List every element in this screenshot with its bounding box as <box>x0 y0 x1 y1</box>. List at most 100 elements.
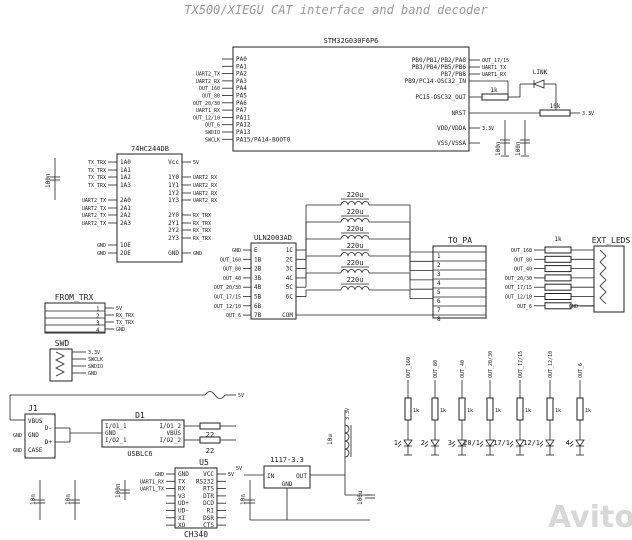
buffer-net-label: UART2_TX <box>82 198 106 204</box>
ldo-pin: OUT <box>296 473 307 480</box>
ch340-pin: UD+ <box>178 500 189 507</box>
mcu-net-label: OUT_160 <box>199 86 220 92</box>
buffer-net-label: TX_TRX <box>88 160 106 166</box>
buffer-pin: 1A1 <box>120 167 131 174</box>
swd-label: SWD <box>55 339 70 348</box>
ldo-name: 1117-3.3 <box>270 456 304 464</box>
buffer-pin: 1Y2 <box>168 190 179 197</box>
ldo-in-net-label: 5V <box>236 466 242 472</box>
j1-pin: D+ <box>45 439 53 446</box>
led-row-resistor <box>576 397 584 421</box>
ext-leds-resistor <box>544 265 572 273</box>
d1-pin: I/O2_2 <box>159 437 181 444</box>
nrst-resistor <box>539 109 571 117</box>
mcu-net-label: OUT_12/10 <box>193 115 220 121</box>
led-row-resistor <box>404 397 412 421</box>
mcu-net-label: OUT_80 <box>202 94 220 100</box>
led-icon <box>403 439 413 447</box>
led-icon <box>575 439 585 447</box>
buffer-net-label: TX_TRX <box>88 168 106 174</box>
led-row-resistor <box>516 397 524 421</box>
mcu-net-label: UART1_TX <box>482 65 506 71</box>
from-trx-net-label: RX_TRX <box>116 313 134 319</box>
led-icon <box>545 439 555 447</box>
mcu-pin: PA6 <box>236 100 247 107</box>
ch340-net-label: UART1_RX <box>140 479 164 485</box>
buffer-capacitor-value: 100n <box>45 173 52 188</box>
mcu-block: STM32G030F6P6PA0PA1PA2UART2_TXPA3UART2_R… <box>193 37 509 152</box>
usb-resistor-value: 22 <box>206 447 214 455</box>
ext-leds-net-label: OUT_80 <box>514 257 532 263</box>
buffer-net-label: TX_TRX <box>88 175 106 181</box>
ldo-capacitor-value: 100u <box>357 490 364 505</box>
to-pa-pin-number: 1 <box>437 253 441 260</box>
ch340-block: U5CH340GNDGNDTXUART1_RXRXUART1_TXV3UD+UD… <box>30 458 234 539</box>
mcu-pin: PA2 <box>236 71 247 78</box>
ext-leds-net-label: OUT_17/15 <box>505 285 532 291</box>
ext-leds-net-label: OUT_12/10 <box>505 295 532 301</box>
led-row-resistor-value: 1k <box>555 408 561 414</box>
to-pa-pin-number: 6 <box>437 298 441 305</box>
led-row-resistor <box>431 397 439 421</box>
d1-ref: D1 <box>135 411 145 420</box>
buffer-net-label: UART2_RX <box>193 191 217 197</box>
mcu-net-label: 3.3V <box>482 126 494 132</box>
ldo-out-net-label: 3.3V <box>345 408 351 420</box>
vbus-fuse-icon <box>204 391 226 399</box>
buffer-pin: 2Y0 <box>168 212 179 219</box>
ext-leds-resistor <box>544 293 572 300</box>
buffer-pin: 1Y3 <box>168 197 179 204</box>
choke-value: 220u <box>347 259 364 267</box>
mcu-net-label: OUT_17/15 <box>482 58 509 64</box>
mcu-pin: PA11 <box>236 114 251 121</box>
buffer-net-label: UART2_TX <box>82 221 106 227</box>
buffer-pin: 1A0 <box>120 159 131 166</box>
j1-ref: J1 <box>28 404 38 413</box>
swd-net-label: SWCLK <box>88 357 103 363</box>
buffer-net-label: RX_TRX <box>193 236 211 242</box>
buffer-net-label: UART2_RX <box>193 175 217 181</box>
nrst-resistor-value: 10k <box>550 103 561 110</box>
buffer-pin: 2A0 <box>120 197 131 204</box>
j1-body <box>24 413 56 459</box>
driver-pin: 7B <box>254 312 262 319</box>
d1-pin: VBUS <box>167 430 182 437</box>
mcu-pin: PC15-OSC32_OUT <box>415 94 466 101</box>
mcu-pin: PB0/PB1/PB2/PA8 <box>412 57 467 64</box>
led-arrow-icon <box>424 443 429 448</box>
ch340-pin: CTS <box>203 522 214 529</box>
mcu-name: STM32G030F6P6 <box>324 37 379 45</box>
ext-leds-resistor <box>544 302 572 310</box>
buffer-net-label: GND <box>193 251 202 257</box>
mcu-pin: PA12 <box>236 122 251 129</box>
watermark: Avito <box>548 500 632 535</box>
led-row-net-label: OUT_6 <box>578 363 584 378</box>
ext-leds-net-label: OUT_40 <box>514 267 532 273</box>
driver-name: ULN2003AD <box>254 234 292 242</box>
mcu-net-label: SWCLK <box>205 137 220 143</box>
driver-net-label: OUT_6 <box>226 313 241 319</box>
led-arrow-icon <box>509 440 514 445</box>
j1-pin: CASE <box>28 447 43 454</box>
j1-pin: D- <box>45 425 52 432</box>
driver-pin: 3B <box>254 275 262 282</box>
driver-net-label: OUT_80 <box>223 267 241 273</box>
mcu-pin: PA4 <box>236 85 247 92</box>
buffer-net-label: RX_TRX <box>193 228 211 234</box>
buffer-pin: 2A2 <box>120 212 131 219</box>
mcu-pin: VSS/VSSA <box>437 140 466 147</box>
ldo-inductor-value: 10u <box>327 434 334 445</box>
ch340-pin: GND <box>178 471 189 478</box>
buffer-pin: 2Y3 <box>168 235 179 242</box>
buffer-pin: 2OE <box>120 250 131 257</box>
ext-leds-body <box>593 245 625 313</box>
driver-pin: 6B <box>254 303 262 310</box>
buffer-pin: Vcc <box>168 159 179 166</box>
ch340-pin: XO <box>178 522 186 529</box>
driver-net-label: OUT_40 <box>223 276 241 282</box>
led-row-resistor <box>486 397 494 421</box>
from-trx-net-label: 5V <box>116 306 122 312</box>
ext-leds-pins-icon <box>599 249 607 305</box>
